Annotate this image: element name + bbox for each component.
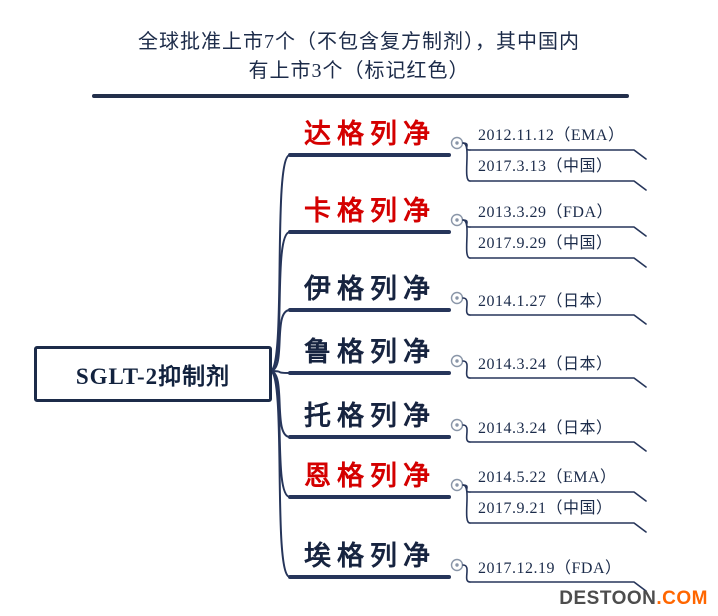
drug-topic[interactable]: 卡格列净 — [304, 196, 436, 226]
branch-connector — [269, 370, 291, 578]
date-underline — [469, 226, 647, 237]
date-connector — [462, 424, 471, 443]
approval-date-label[interactable]: 2014.3.24（日本） — [478, 356, 613, 373]
date-underline — [469, 314, 647, 325]
title-line-2: 有上市3个（标记红色） — [248, 60, 470, 82]
branch-connector — [269, 231, 291, 372]
date-underline — [469, 441, 647, 452]
approval-date-label[interactable]: 2017.12.19（FDA） — [478, 560, 622, 577]
date-connector — [462, 564, 471, 583]
date-underline — [469, 257, 647, 268]
date-underline — [469, 180, 647, 191]
date-underline — [469, 522, 647, 533]
drug-topic[interactable]: 恩格列净 — [304, 461, 436, 491]
approval-date-label[interactable]: 2014.5.22（EMA） — [478, 469, 617, 486]
approval-date-label[interactable]: 2013.3.29（FDA） — [478, 204, 614, 221]
approval-date-label[interactable]: 2014.3.24（日本） — [478, 420, 613, 437]
date-connector — [462, 484, 471, 524]
drug-topic[interactable]: 伊格列净 — [304, 274, 436, 304]
title-line-1: 全球批准上市7个（不包含复方制剂），其中国内 — [138, 31, 580, 53]
collapse-toggle-dot — [455, 218, 459, 222]
drug-topic[interactable]: 达格列净 — [304, 119, 436, 149]
date-connector — [462, 219, 471, 259]
diagram-title: 全球批准上市7个（不包含复方制剂），其中国内 有上市3个（标记红色） — [0, 28, 718, 86]
collapse-toggle-dot — [455, 141, 459, 145]
watermark: DESTOON.COM — [559, 588, 708, 610]
title-underline — [92, 94, 629, 98]
date-underline — [469, 491, 647, 502]
date-underline — [469, 149, 647, 160]
date-connector — [462, 297, 471, 316]
approval-date-label[interactable]: 2017.3.13（中国） — [478, 158, 613, 175]
watermark-tld: .COM — [656, 588, 708, 609]
collapse-toggle-dot — [455, 423, 459, 427]
collapse-toggle-dot — [455, 483, 459, 487]
approval-date-label[interactable]: 2017.9.29（中国） — [478, 235, 613, 252]
approval-date-label[interactable]: 2014.1.27（日本） — [478, 293, 613, 310]
drug-topic[interactable]: 托格列净 — [304, 401, 436, 431]
drug-topic[interactable]: 鲁格列净 — [304, 337, 436, 367]
branch-connector — [269, 309, 291, 372]
watermark-name: DESTOON — [559, 588, 657, 609]
date-connector — [462, 360, 471, 379]
collapse-toggle-dot — [455, 563, 459, 567]
date-underline — [469, 377, 647, 388]
drug-topic[interactable]: 埃格列净 — [304, 541, 436, 571]
date-underline — [469, 581, 647, 592]
approval-date-label[interactable]: 2012.11.12（EMA） — [478, 127, 625, 144]
approval-date-label[interactable]: 2017.9.21（中国） — [478, 500, 613, 517]
collapse-toggle-dot — [455, 359, 459, 363]
root-topic[interactable]: SGLT-2抑制剂 — [34, 346, 272, 402]
date-connector — [462, 142, 471, 182]
collapse-toggle-dot — [455, 296, 459, 300]
